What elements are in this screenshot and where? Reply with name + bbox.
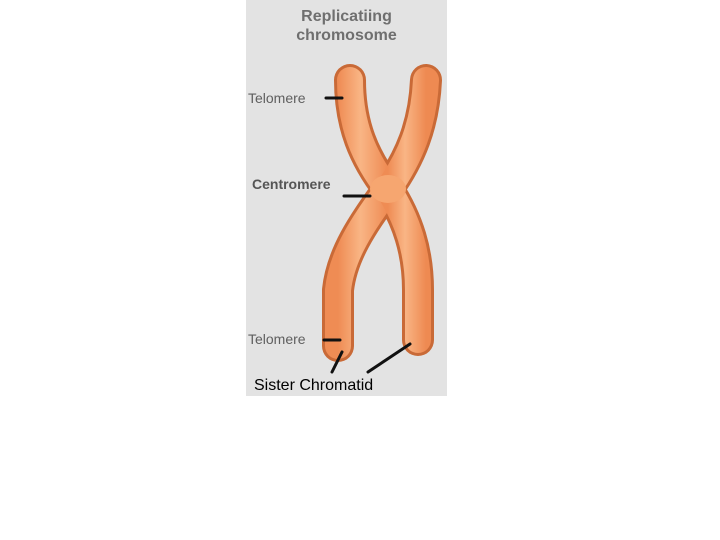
- chromosome-diagram: Replicatiing chromosome Telome: [246, 0, 447, 396]
- diagram-title-line2: chromosome: [296, 27, 397, 44]
- sister-chromatid-leader-left: [330, 350, 344, 374]
- diagram-title-line1: Replicatiing: [301, 8, 392, 25]
- telomere-bottom-label: Telomere: [248, 331, 306, 347]
- chromatid-left: [325, 67, 401, 359]
- sister-chromatid-label: Sister Chromatid: [254, 377, 374, 394]
- centromere-constriction: [370, 175, 406, 203]
- telomere-top-label: Telomere: [248, 90, 306, 106]
- chromosome-illustration: [322, 64, 442, 374]
- sister-chromatid-leader-right: [366, 342, 412, 374]
- centromere-label: Centromere: [252, 176, 331, 192]
